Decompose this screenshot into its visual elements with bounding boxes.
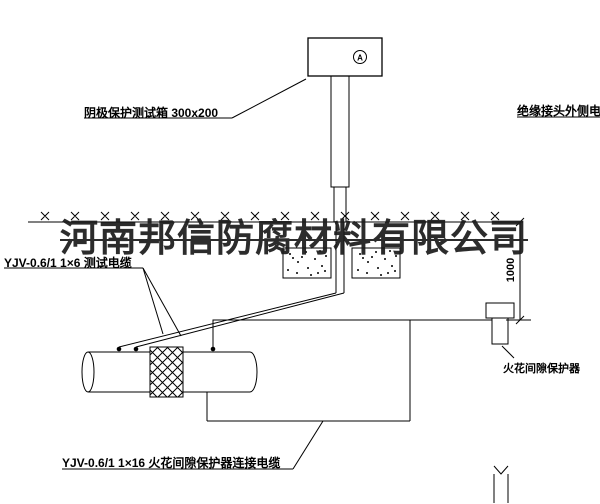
cable-terminal-dot-1: [116, 346, 122, 352]
spark-gap-protector-label: 火花间隙保护器: [503, 363, 580, 375]
spark-gap-protector-cap: [485, 302, 515, 319]
test-cable-label-leader-2: [142, 267, 182, 337]
insulated-joint-cable-label: 绝缘接头外侧电缆: [517, 104, 600, 118]
test-box-pole: [330, 75, 350, 188]
break-symbol-notch: [493, 465, 509, 475]
foundation-block-right: [351, 247, 401, 279]
test-cable-label-leader-1: [142, 267, 164, 335]
spark-gap-cable-label-leader: [292, 420, 324, 470]
ammeter-circle-icon: [353, 50, 367, 64]
pipe-left-end-cap: [81, 351, 95, 393]
spark-gap-protector-leader: [501, 345, 515, 359]
dimension-tick-top: [515, 217, 525, 227]
test-box-label-leader: [231, 78, 307, 119]
spark-gap-protector-body: [491, 317, 509, 345]
test-box: [307, 37, 383, 77]
insulating-joint-hatch: [149, 346, 184, 398]
ground-hatch-marks: [40, 211, 500, 221]
spark-gap-cable-label: YJV-0.6/1 1×16 火花间隙保护器连接电缆: [62, 456, 281, 470]
cable-terminal-dot-2: [133, 346, 139, 352]
pipe-right-end-cap: [249, 351, 258, 393]
test-cable-label: YJV-0.6/1 1×6 测试电缆: [4, 256, 132, 270]
burial-depth-dimension-text: 1000: [505, 257, 517, 283]
foundation-left-stipple: [287, 250, 328, 276]
company-watermark: 河南邦信防腐材料有限公司: [60, 218, 529, 260]
spark-gap-cable-top-route: [212, 319, 492, 349]
ammeter-letter: A: [357, 54, 363, 63]
test-box-label: 阴极保护测试箱 300x200: [84, 106, 219, 120]
foundation-block-left: [282, 247, 332, 279]
dimension-tick-bottom: [515, 315, 525, 325]
foundation-right-stipple: [357, 250, 398, 276]
